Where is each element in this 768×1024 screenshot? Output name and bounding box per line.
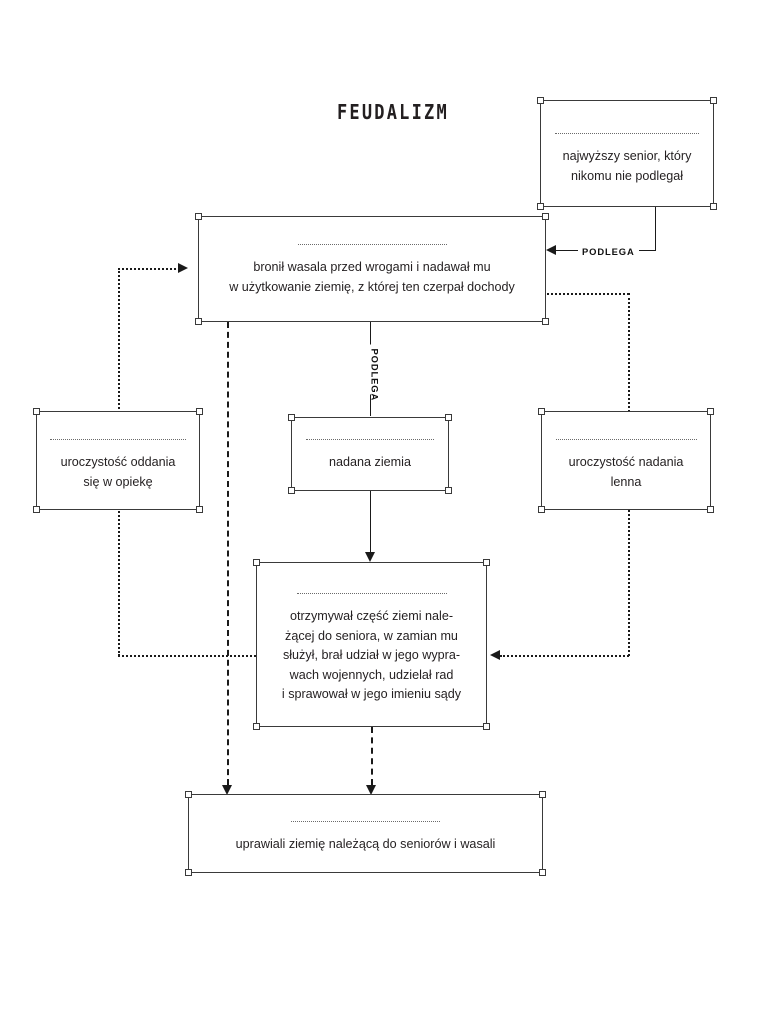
fill-in-blank-rule: [291, 821, 440, 822]
fill-in-blank-rule: [50, 439, 186, 440]
box-corner-bottom-left: [33, 506, 40, 513]
node-nadana-ziemia[interactable]: nadana ziemia: [288, 414, 452, 494]
box-corner-top-right: [542, 213, 549, 220]
arrowhead-ziemia-to-wasal: [365, 552, 375, 562]
connector-wasal-suzeren-bottom: [118, 655, 260, 657]
connector-wasal-chlopi: [371, 727, 373, 785]
arrowhead-suzeren-to-chlopi: [222, 785, 232, 795]
box-corner-bottom-left: [537, 203, 544, 210]
node-uroczystosc-nadania[interactable]: uroczystość nadania lenna: [538, 408, 714, 513]
arrowhead-wasal-to-suzeren: [178, 263, 188, 273]
connector-ziemia-wasal: [370, 491, 371, 559]
node-senior-opis[interactable]: bronił wasala przed wrogami i nadawał mu…: [195, 213, 549, 325]
box-corner-bottom-left: [253, 723, 260, 730]
connector-suzeren-wasal-top: [547, 293, 629, 295]
box-corner-bottom-right: [196, 506, 203, 513]
fill-in-blank-rule: [555, 439, 697, 440]
connector-suzeren-chlopi: [227, 322, 229, 785]
box-corner-top-left: [288, 414, 295, 421]
node-uroczystosc-oddania[interactable]: uroczystość oddania się w opiekę: [33, 408, 203, 513]
box-corner-top-right: [707, 408, 714, 415]
box-corner-bottom-right: [542, 318, 549, 325]
fill-in-blank-rule: [306, 439, 434, 440]
box-corner-bottom-left: [195, 318, 202, 325]
node-label: uroczystość oddania się w opiekę: [60, 455, 176, 489]
node-chlopi-opis[interactable]: uprawiali ziemię należącą do seniorów i …: [185, 791, 546, 876]
box-corner-bottom-right: [707, 506, 714, 513]
box-corner-bottom-right: [445, 487, 452, 494]
box-corner-top-right: [483, 559, 490, 566]
box-corner-top-right: [710, 97, 717, 104]
node-label: bronił wasala przed wrogami i nadawał mu…: [229, 260, 515, 294]
connector-wasal-suzeren-top: [118, 268, 180, 270]
arrowhead-senior-to-suzeren: [546, 245, 556, 255]
box-corner-top-left: [538, 408, 545, 415]
box-corner-bottom-left: [538, 506, 545, 513]
box-corner-top-left: [195, 213, 202, 220]
edge-label-podlega-horizontal: PODLEGA: [578, 245, 639, 258]
fill-in-blank-rule: [555, 133, 699, 134]
box-corner-top-left: [253, 559, 260, 566]
box-corner-top-right: [539, 791, 546, 798]
node-najwyzszy-senior[interactable]: najwyższy senior, który nikomu nie podle…: [537, 97, 717, 210]
box-corner-top-left: [537, 97, 544, 104]
arrowhead-wasal-to-chlopi: [366, 785, 376, 795]
node-wasal-opis[interactable]: otrzymywał część ziemi nale- żącej do se…: [253, 559, 490, 730]
arrowhead-suzeren-to-wasal: [490, 650, 500, 660]
fill-in-blank-rule: [297, 244, 447, 245]
edge-label-podlega-vertical: PODLEGA: [368, 344, 382, 401]
node-label: uroczystość nadania lenna: [568, 455, 684, 489]
node-label: nadana ziemia: [329, 455, 411, 469]
box-corner-bottom-right: [539, 869, 546, 876]
fill-in-blank-rule: [296, 593, 447, 594]
box-corner-bottom-right: [483, 723, 490, 730]
box-corner-bottom-left: [288, 487, 295, 494]
connector-senior-suzeren-vertical: [655, 207, 656, 251]
box-corner-top-left: [185, 791, 192, 798]
box-corner-bottom-left: [185, 869, 192, 876]
page-title: FEUDALIZM: [337, 101, 449, 125]
node-label: najwyższy senior, który nikomu nie podle…: [562, 149, 692, 183]
node-label: otrzymywał część ziemi nale- żącej do se…: [281, 609, 462, 701]
box-corner-top-left: [33, 408, 40, 415]
node-label: uprawiali ziemię należącą do seniorów i …: [235, 837, 496, 851]
box-corner-top-right: [445, 414, 452, 421]
box-corner-bottom-right: [710, 203, 717, 210]
connector-suzeren-wasal-bottom: [500, 655, 629, 657]
box-corner-top-right: [196, 408, 203, 415]
